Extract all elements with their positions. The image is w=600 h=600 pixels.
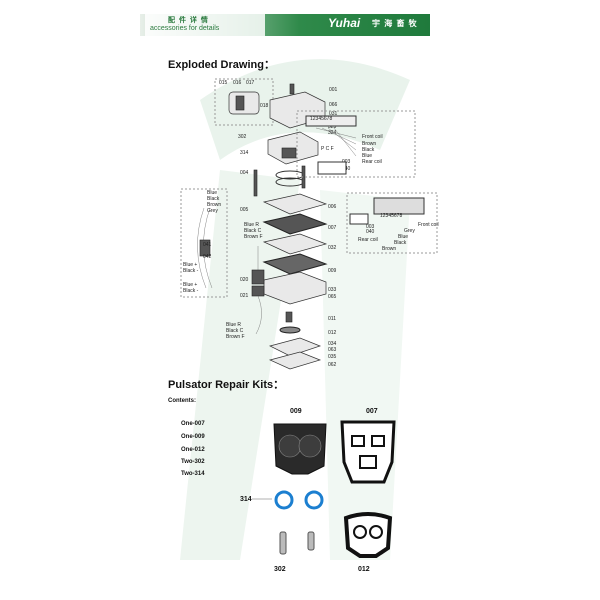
part-007: 007 xyxy=(328,225,337,231)
legend-top-front-coil: Front coil xyxy=(362,134,383,140)
part-012: 012 xyxy=(328,330,337,336)
wire-black-c-bottom: Black C xyxy=(226,328,244,334)
wire-harness-graphic xyxy=(251,246,265,335)
black-minus-2: Black - xyxy=(183,288,199,294)
kit-part-302-image xyxy=(279,531,315,555)
legend-right-blue: Blue xyxy=(398,234,409,240)
part-017: 017 xyxy=(246,80,255,86)
kit-item-4: Two-302 xyxy=(181,459,205,465)
inset-terminal-top xyxy=(296,110,416,178)
exploded-assembly-drawing xyxy=(253,83,328,370)
legend-right-black: Black xyxy=(394,240,407,246)
legend-top-black: Black xyxy=(362,147,375,153)
part-020: 020 xyxy=(240,277,249,283)
part-314: 314 xyxy=(240,150,249,156)
kit-part-007-image xyxy=(340,420,396,484)
blue-plus-1: Blue + xyxy=(183,262,198,268)
part-034: 034 xyxy=(328,341,337,347)
kit-part-314-leader xyxy=(252,498,272,500)
inset-terminal-right xyxy=(346,192,438,254)
legend-right-front-coil: Front coil xyxy=(418,222,439,228)
wire-blue-r-top: Blue R xyxy=(244,222,260,228)
part-032: 032 xyxy=(328,245,337,251)
legend-top-rear-coil: Rear coil xyxy=(362,159,382,165)
part-323: 323 xyxy=(328,124,337,130)
kit-part-012-image xyxy=(343,512,393,558)
inset-top-left xyxy=(214,78,274,126)
kit-part-009-image xyxy=(273,423,327,475)
part-302: 302 xyxy=(238,134,247,140)
legend-top-brown: Brown xyxy=(362,141,377,147)
part-006: 006 xyxy=(328,204,337,210)
kit-part-012-label: 012 xyxy=(358,566,370,573)
exploded-drawing-title: Exploded Drawing： xyxy=(168,59,275,71)
contents-label: Contents: xyxy=(168,398,196,404)
left-wire-blue: Blue xyxy=(207,190,218,196)
part-031: 031 xyxy=(329,111,338,117)
part-066: 066 xyxy=(329,102,338,108)
kit-item-2: One-009 xyxy=(181,434,205,440)
part-011: 011 xyxy=(328,316,336,322)
left-wire-brown: Brown xyxy=(207,202,222,208)
terminal-right-numbers: 12345678 xyxy=(380,213,403,219)
part-021: 021 xyxy=(240,293,249,299)
inset-wiring-left xyxy=(180,188,228,298)
part-062: 062 xyxy=(328,362,337,368)
kit-part-009-label: 009 xyxy=(290,408,302,415)
part-040-right: 040 xyxy=(366,229,375,235)
part-015: 015 xyxy=(219,80,228,86)
terminal-top-pcf: P C F xyxy=(321,146,334,152)
part-016: 016 xyxy=(233,80,242,86)
legend-right-rear-coil: Rear coil xyxy=(358,237,378,243)
kit-item-3: One-012 xyxy=(181,447,205,453)
wire-blue-r-bottom: Blue R xyxy=(226,322,242,328)
part-004: 004 xyxy=(240,170,249,176)
left-wire-black: Black xyxy=(207,196,220,202)
part-003-right: 003 xyxy=(366,224,375,230)
part-042: 042 xyxy=(203,254,212,260)
kit-part-007-label: 007 xyxy=(366,408,378,415)
part-033: 033 xyxy=(328,287,337,293)
wire-brown-f-bottom: Brown F xyxy=(226,334,245,340)
part-018: 018 xyxy=(260,103,269,109)
kit-part-314-image xyxy=(274,490,324,510)
kit-item-1: One-007 xyxy=(181,421,205,427)
kit-item-5: Two-314 xyxy=(181,471,205,477)
brand-logo-cn: 宇 海 畜 牧 xyxy=(372,19,418,28)
legend-right-grey: Grey xyxy=(404,228,415,234)
header-cn-label: 配 件 详 情 xyxy=(168,17,209,24)
terminal-top-numbers: 12345678 xyxy=(310,116,333,122)
part-035: 035 xyxy=(328,354,337,360)
part-065: 065 xyxy=(328,294,337,300)
repair-kits-title: Pulsator Repair Kits： xyxy=(168,379,285,391)
header-left-panel xyxy=(145,13,265,37)
kit-part-314-label: 314 xyxy=(240,496,252,503)
brand-logo: Yuhai xyxy=(328,16,361,30)
part-041: 041 xyxy=(203,242,212,248)
part-001: 001 xyxy=(329,87,338,93)
kit-part-302-label: 302 xyxy=(274,566,286,573)
legend-right-brown: Brown xyxy=(382,246,397,252)
header-en-label: accessories for details xyxy=(150,25,220,32)
wire-brown-f-top: Brown F xyxy=(244,234,263,240)
left-wire-grey: Grey xyxy=(207,208,218,214)
legend-top-blue: Blue xyxy=(362,153,373,159)
part-005: 005 xyxy=(240,207,249,213)
black-minus-1: Black - xyxy=(183,268,199,274)
part-009: 009 xyxy=(328,268,337,274)
wire-black-c-top: Black C xyxy=(244,228,262,234)
part-063: 063 xyxy=(328,347,337,353)
blue-plus-2: Blue + xyxy=(183,282,198,288)
